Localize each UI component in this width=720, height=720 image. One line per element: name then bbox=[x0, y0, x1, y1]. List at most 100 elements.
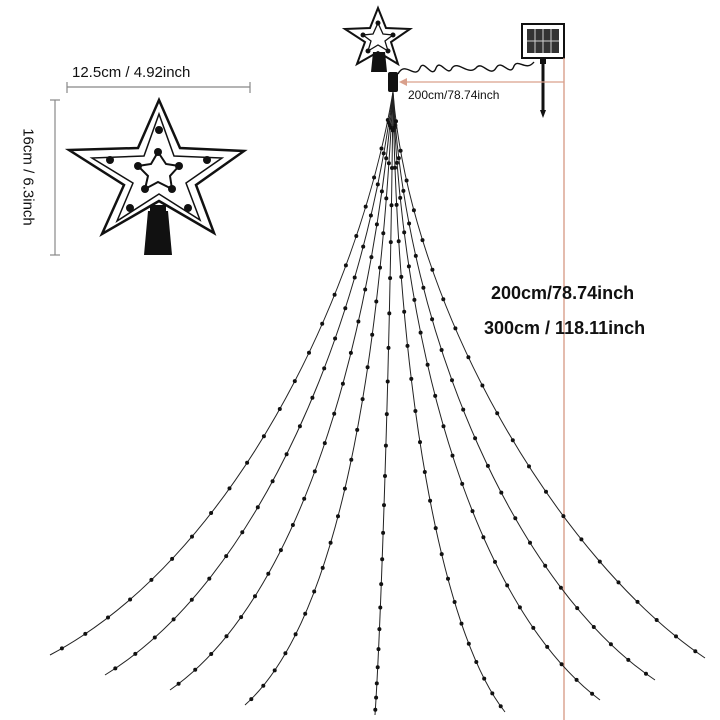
led-bulb bbox=[388, 276, 393, 281]
led-bulb bbox=[480, 383, 485, 388]
led-bulb bbox=[379, 189, 384, 194]
led-bulb bbox=[292, 379, 297, 384]
led-bulb bbox=[209, 511, 214, 515]
led-bulb bbox=[240, 530, 245, 535]
led-bulb bbox=[290, 523, 295, 527]
light-strand bbox=[392, 91, 601, 701]
led-bulb bbox=[575, 606, 580, 611]
connector-hub bbox=[388, 72, 398, 92]
led-bulb bbox=[579, 537, 584, 542]
star-height-label: 16cm / 6.3inch bbox=[18, 100, 38, 255]
led-bulb bbox=[466, 641, 471, 646]
led-bulb bbox=[513, 516, 518, 521]
led-bulb bbox=[189, 597, 194, 602]
led-bulb bbox=[460, 481, 465, 486]
led-bulb bbox=[379, 146, 384, 151]
led-bulb bbox=[249, 697, 254, 702]
cable-length-label: 200cm/78.74inch bbox=[408, 88, 500, 102]
led-bulb bbox=[352, 275, 357, 280]
led-bulb bbox=[284, 452, 289, 457]
led-bulb bbox=[474, 660, 479, 664]
led-bulb bbox=[531, 625, 536, 630]
led-bulb bbox=[363, 204, 368, 209]
led-bulb bbox=[452, 600, 457, 604]
led-bulb bbox=[389, 203, 394, 208]
led-bulb bbox=[450, 453, 455, 458]
led-bulb bbox=[482, 676, 487, 681]
led-bulb bbox=[386, 161, 391, 166]
led-bulb bbox=[450, 378, 454, 383]
led-bulb bbox=[616, 580, 621, 585]
led-bulb bbox=[378, 605, 383, 610]
led-bulb bbox=[413, 253, 418, 258]
led-bulb bbox=[261, 434, 266, 439]
star-topper-icon bbox=[64, 96, 248, 255]
led-bulb bbox=[470, 509, 475, 514]
led-bulb bbox=[398, 195, 403, 200]
led-bulb bbox=[528, 540, 532, 545]
led-bulb bbox=[388, 240, 393, 245]
led-bulb bbox=[374, 222, 379, 227]
led-bulb bbox=[558, 585, 563, 590]
led-bulb bbox=[106, 615, 110, 620]
led-bulb bbox=[409, 376, 414, 381]
led-bulb bbox=[59, 646, 64, 651]
led-bulb bbox=[261, 683, 266, 688]
led-bulb bbox=[382, 503, 386, 508]
led-bulb bbox=[517, 605, 522, 610]
width-dimension-line bbox=[66, 82, 251, 93]
led-bulb bbox=[336, 514, 340, 519]
led-bulb bbox=[152, 635, 157, 640]
led-bulb bbox=[332, 411, 337, 416]
led-bulb bbox=[278, 548, 283, 553]
led-bulb bbox=[207, 576, 212, 581]
led-bulb bbox=[574, 677, 579, 682]
led-bulb bbox=[473, 436, 478, 441]
led-bulb bbox=[312, 469, 317, 474]
led-bulb bbox=[381, 151, 386, 156]
led-bulb bbox=[411, 208, 416, 213]
led-bulb bbox=[394, 202, 399, 207]
led-bulb bbox=[485, 463, 490, 468]
cable-measure-line bbox=[399, 78, 564, 86]
led-bulb bbox=[439, 348, 444, 352]
led-bulb bbox=[433, 526, 438, 531]
led-bulb bbox=[544, 489, 548, 494]
led-bulb bbox=[407, 221, 412, 226]
led-bulb bbox=[495, 411, 500, 416]
led-bulb bbox=[312, 589, 317, 594]
led-bulb bbox=[171, 617, 176, 622]
led-bulb bbox=[320, 565, 325, 570]
led-bulb bbox=[441, 424, 446, 429]
led-bulb bbox=[499, 490, 504, 495]
led-bulb bbox=[245, 460, 250, 465]
coiled-cable bbox=[397, 61, 535, 75]
led-bulb bbox=[527, 464, 531, 469]
led-bulb bbox=[420, 238, 425, 243]
light-strands bbox=[49, 91, 706, 716]
led-bulb bbox=[224, 634, 229, 639]
led-bulb bbox=[297, 424, 302, 429]
led-bulb bbox=[133, 651, 138, 656]
led-bulb bbox=[386, 345, 391, 350]
led-bulb bbox=[356, 319, 361, 324]
led-bulb bbox=[591, 625, 596, 629]
light-strand bbox=[392, 91, 506, 713]
led-bulb bbox=[430, 267, 435, 272]
led-bulb bbox=[320, 321, 325, 326]
led-bulb bbox=[239, 615, 244, 620]
light-strand bbox=[392, 91, 706, 659]
light-strand bbox=[244, 91, 394, 706]
led-bulb bbox=[441, 297, 446, 302]
led-bulb bbox=[401, 188, 406, 193]
led-bulb bbox=[446, 576, 450, 581]
led-bulb bbox=[375, 182, 380, 187]
led-bulb bbox=[363, 287, 368, 292]
led-bulb bbox=[635, 599, 640, 604]
led-bulb bbox=[425, 362, 430, 367]
led-bulb bbox=[481, 535, 486, 540]
led-bulb bbox=[293, 632, 298, 637]
led-bulb bbox=[343, 263, 348, 268]
led-bulb bbox=[224, 554, 229, 559]
led-bulb bbox=[421, 285, 426, 290]
